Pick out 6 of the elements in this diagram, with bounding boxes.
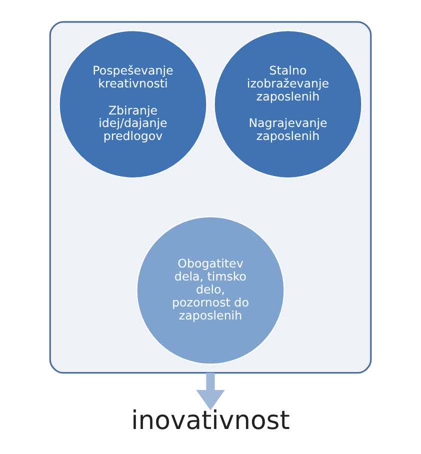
node-circle: Pospeševanje kreativnosti Zbiranje idej/dajanje predlogov xyxy=(58,29,208,178)
node-circle: Obogatitev dela, timsko delo, pozornost do zaposlenih xyxy=(136,216,285,364)
cluster xyxy=(49,20,372,374)
node-circle: Stalno izobraževanje zaposlenih Nagrajevanje zaposlenih xyxy=(214,29,362,178)
node-text: inovativnost xyxy=(131,405,290,436)
arrow xyxy=(196,372,225,410)
